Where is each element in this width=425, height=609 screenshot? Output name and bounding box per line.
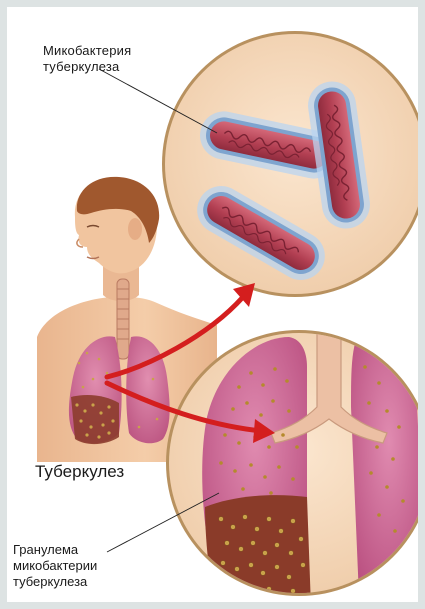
granuloma-label: Гранулема микобактерии туберкулеза xyxy=(13,542,97,590)
granuloma-label-line-2: микобактерии xyxy=(13,558,97,574)
mycobacterium-label: Микобактерия туберкулеза xyxy=(43,43,131,75)
magnified-bacteria-icon xyxy=(162,31,418,297)
illustration-canvas: Микобактерия туберкулеза Туберкулез Гран… xyxy=(7,7,418,602)
illustration-title: Туберкулез xyxy=(35,462,124,483)
tuberculosis-illustration xyxy=(7,7,418,602)
granuloma-label-line-3: туберкулеза xyxy=(13,574,97,590)
mycobacterium-label-line-2: туберкулеза xyxy=(43,59,131,75)
granuloma-label-line-1: Гранулема xyxy=(13,542,97,558)
mycobacterium-label-line-1: Микобактерия xyxy=(43,43,131,59)
